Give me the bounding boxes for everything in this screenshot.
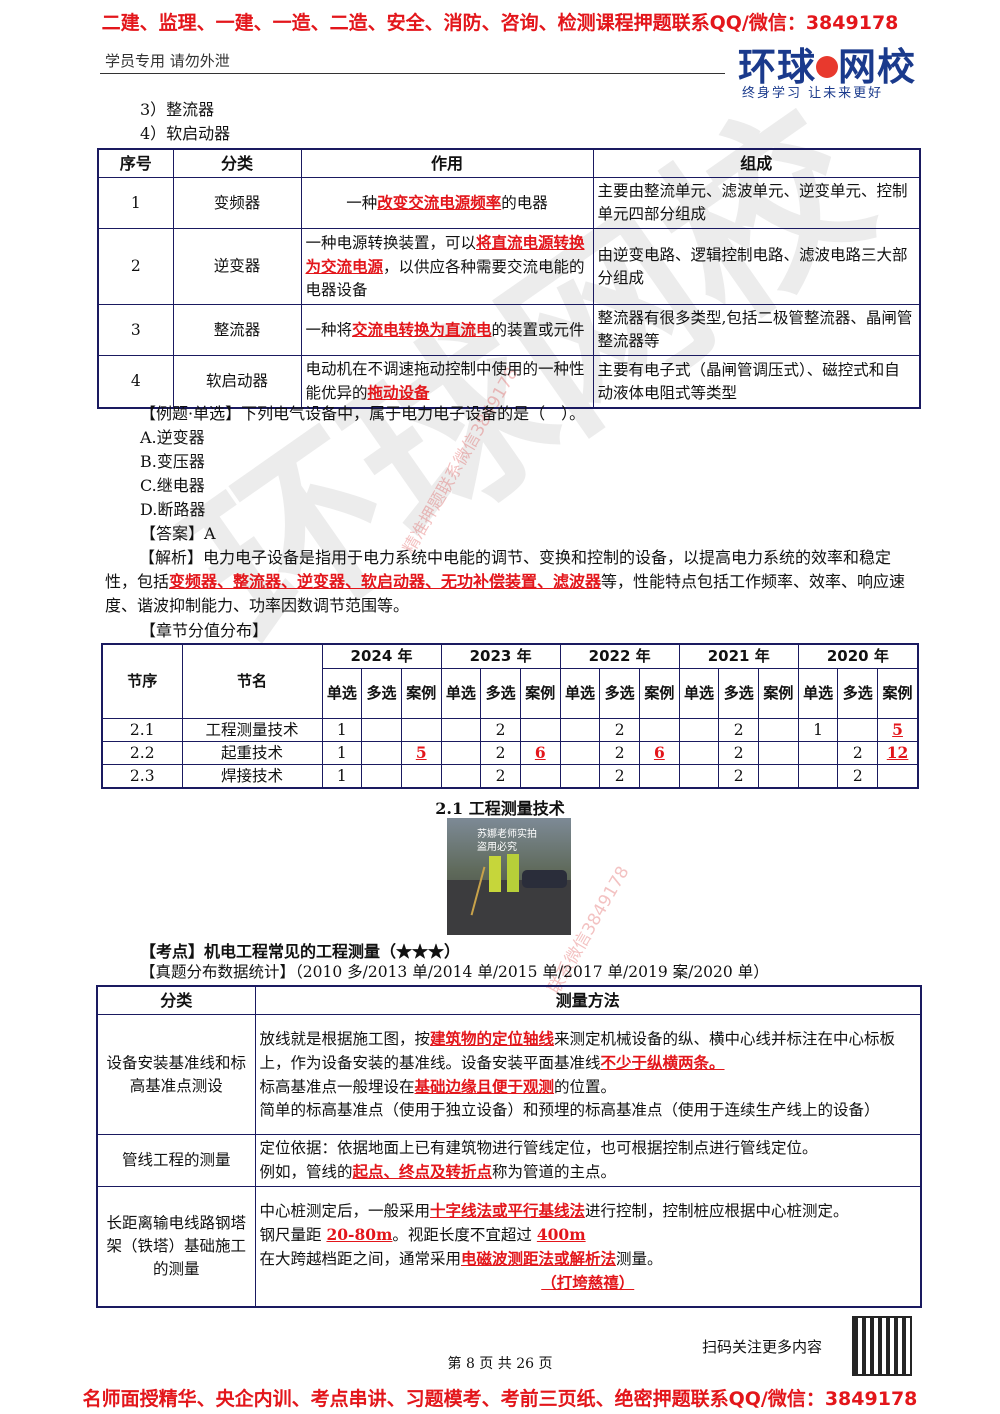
th-no: 序号 bbox=[97, 148, 174, 178]
person-shape bbox=[489, 856, 501, 892]
table-row: 长距离输电线路钢塔架（铁塔）基础施工的测量 中心桩测定后，一般采用十字线法或平行… bbox=[96, 1186, 922, 1307]
table-row: 管线工程的测量 定位依据：依据地面上已有建筑物进行管线定位，也可根据控制点进行管… bbox=[96, 1134, 922, 1187]
page-number: 第 8 页 共 26 页 bbox=[447, 1356, 553, 1372]
table-row: 1 变频器 一种改变交流电源频率的电器 主要由整流单元、滤波单元、逆变单元、控制… bbox=[97, 177, 921, 229]
th-name: 节名 bbox=[181, 643, 323, 719]
th-comp: 组成 bbox=[592, 148, 921, 178]
car-shape bbox=[522, 870, 567, 888]
measurement-table: 分类 测量方法 设备安装基准线和标高基准点测设 放线就是根据施工图，按建筑物的定… bbox=[96, 985, 922, 1308]
table-row: 4 软启动器 电动机在不调速拖动控制中使用的一种性能优异的拖动设备 主要有电子式… bbox=[97, 355, 921, 409]
zhenti-stats: 【真题分布数据统计】（2010 多/2013 单/2014 单/2015 单/2… bbox=[140, 963, 769, 981]
section-title: 2.1 工程测量技术 bbox=[435, 799, 565, 818]
top-banner: 二建、监理、一建、一造、二造、安全、消防、咨询、检测课程押题联系QQ/微信：38… bbox=[101, 12, 899, 34]
th-year: 2024 年 bbox=[321, 643, 442, 669]
question-stem: 【例题·单选】下列电气设备中，属于电力电子设备的是（ ）。 bbox=[140, 404, 586, 423]
option-d: D.断路器 bbox=[140, 500, 206, 519]
th-year: 2023 年 bbox=[440, 643, 561, 669]
option-a: A.逆变器 bbox=[140, 428, 205, 447]
th-cat: 分类 bbox=[96, 985, 256, 1015]
th-seq: 节序 bbox=[101, 643, 183, 719]
chapter-title: 【章节分值分布】 bbox=[140, 621, 269, 640]
option-c: C.继电器 bbox=[140, 476, 205, 495]
th-method: 测量方法 bbox=[254, 985, 922, 1015]
table-row: 设备安装基准线和标高基准点测设 放线就是根据施工图，按建筑物的定位轴线来测定机械… bbox=[96, 1014, 922, 1135]
th-year: 2020 年 bbox=[797, 643, 919, 669]
th-cat: 分类 bbox=[172, 148, 302, 178]
qr-code-icon bbox=[852, 1316, 912, 1376]
scan-hint: 扫码关注更多内容 bbox=[702, 1338, 823, 1356]
list-item-4: 4）软启动器 bbox=[140, 124, 231, 143]
table-row: 2 逆变器 一种电源转换装置，可以将直流电源转换为交流电源，以供应各种需要交流电… bbox=[97, 228, 921, 305]
th-year: 2022 年 bbox=[559, 643, 680, 669]
th-year: 2021 年 bbox=[678, 643, 799, 669]
survey-photo: 苏娜老师实拍 盗用必究 bbox=[447, 818, 571, 935]
header-divider bbox=[100, 73, 725, 74]
kaodian-title: 【考点】机电工程常见的工程测量（★★★） bbox=[140, 942, 461, 961]
device-table: 序号 分类 作用 组成 1 变频器 一种改变交流电源频率的电器 主要由整流单元、… bbox=[97, 148, 921, 409]
table-row: 3 整流器 一种将交流电转换为直流电的装置或元件 整流器有很多类型,包括二极管整… bbox=[97, 304, 921, 356]
play-icon bbox=[816, 55, 839, 78]
person-shape bbox=[507, 854, 519, 892]
option-b: B.变压器 bbox=[140, 452, 205, 471]
photo-caption: 苏娜老师实拍 盗用必究 bbox=[477, 829, 537, 853]
bottom-banner: 名师面授精华、央企内训、考点串讲、习题模考、考前三页纸、绝密押题联系QQ/微信：… bbox=[82, 1388, 918, 1410]
brand-logo: 环球网校 bbox=[738, 45, 917, 89]
list-item-3: 3）整流器 bbox=[140, 100, 215, 119]
score-distribution-table: 节序 节名 2024 年 2023 年 2022 年 2021 年 2020 年… bbox=[101, 643, 919, 789]
brand-slogan: 终身学习 让未来更好 bbox=[742, 86, 884, 101]
th-use: 作用 bbox=[300, 148, 594, 178]
answer-text: 【答案】A bbox=[140, 524, 216, 543]
analysis-text: 【解析】电力电子设备是指用于电力系统中电能的调节、变换和控制的设备，以提高电力系… bbox=[105, 548, 906, 615]
header-left-text: 学员专用 请勿外泄 bbox=[105, 52, 230, 70]
